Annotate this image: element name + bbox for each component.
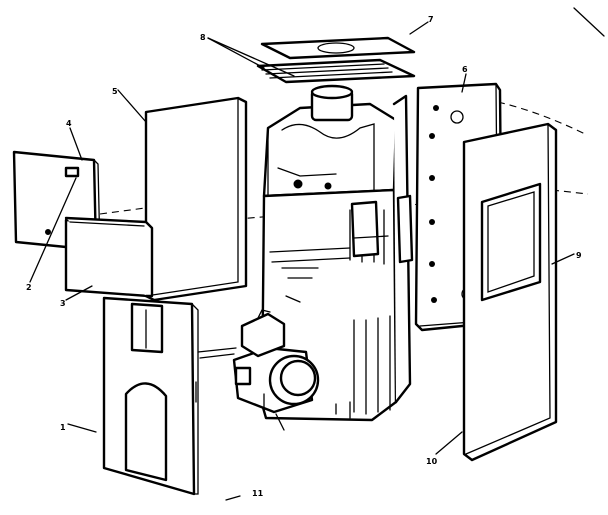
part-7-top-cover	[260, 36, 416, 60]
part-9-10-door-panel	[462, 122, 558, 462]
burner-assembly	[197, 309, 320, 414]
callout-labels: 1 2 3 4 5 6 7 8 9 10 11	[26, 15, 582, 498]
callout-9: 9	[576, 251, 582, 260]
callout-1: 1	[60, 423, 66, 432]
leader-lines	[29, 7, 605, 501]
callout-11: 11	[252, 489, 264, 498]
part-8-gasket	[256, 58, 416, 84]
callout-10: 10	[426, 457, 438, 466]
callout-8: 8	[200, 33, 206, 42]
part-3-inner-panel	[64, 216, 154, 298]
callout-3: 3	[60, 299, 66, 308]
boiler-body	[260, 84, 414, 422]
callout-5: 5	[112, 87, 118, 96]
part-5-rear-panel	[144, 96, 248, 302]
callout-7: 7	[428, 15, 434, 24]
part-1-front-panel	[102, 296, 199, 496]
callout-2: 2	[26, 283, 32, 292]
callout-6: 6	[462, 65, 468, 74]
callout-4: 4	[66, 119, 72, 128]
